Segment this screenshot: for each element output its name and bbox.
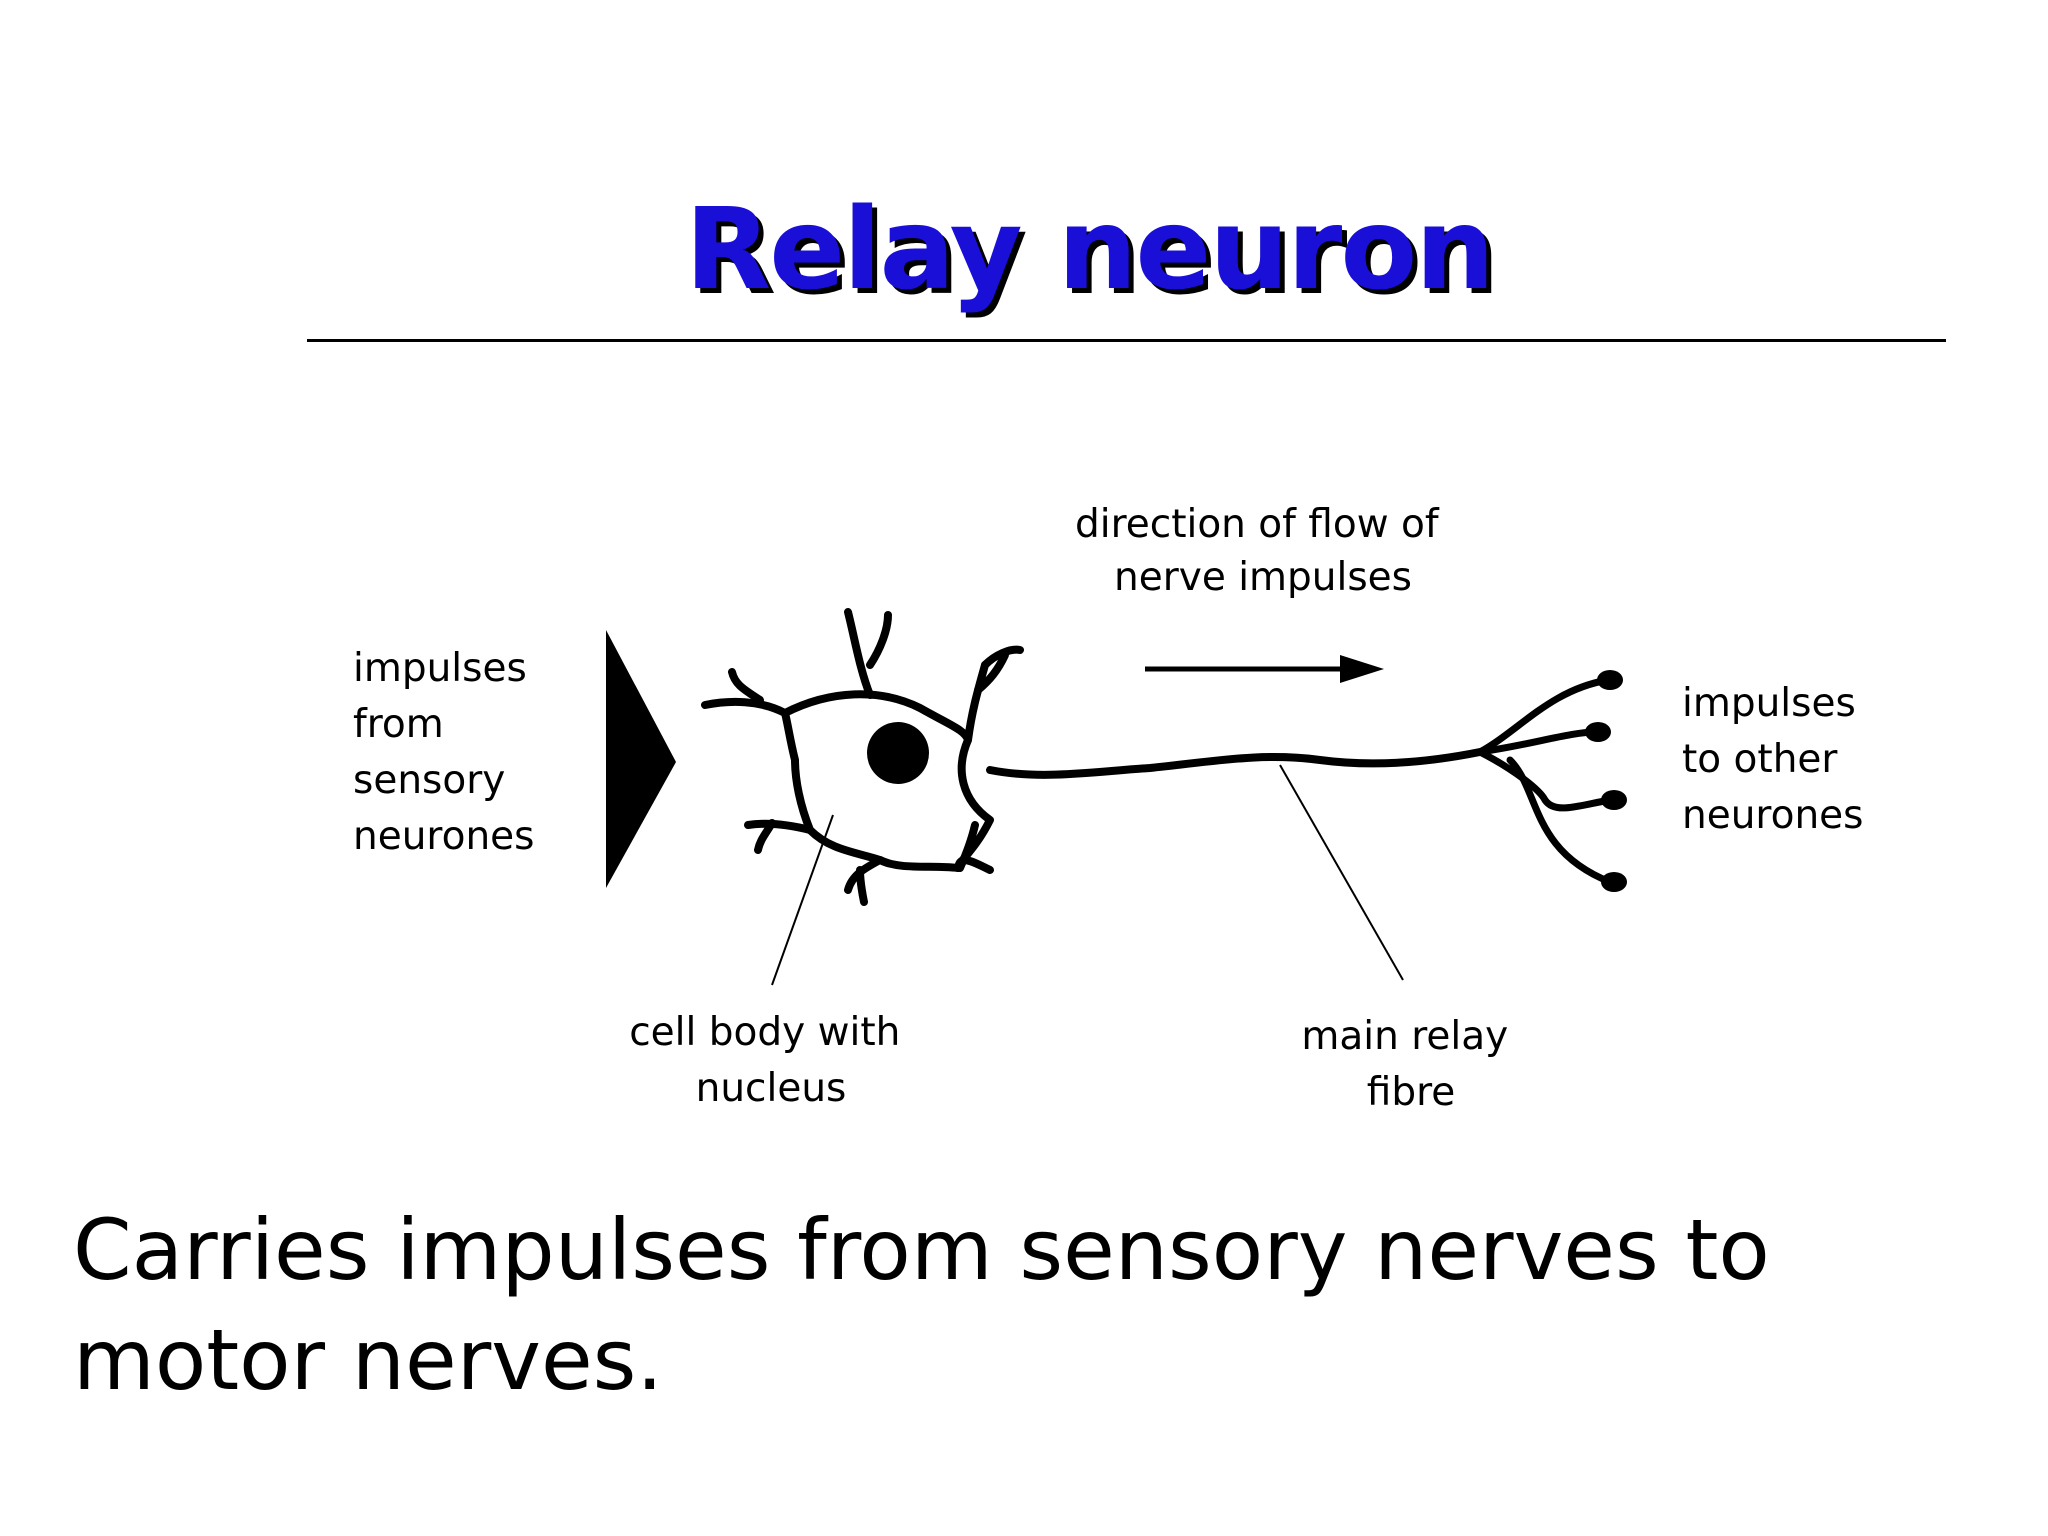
label-input-line: neurones xyxy=(353,814,535,859)
fibre-leader-line xyxy=(1279,764,1404,981)
label-flow-line: nerve impulses xyxy=(1114,555,1412,600)
label-fibre: main relay fibre xyxy=(1301,1014,1520,1115)
input-arrowhead xyxy=(606,630,676,888)
label-flow-line: direction of flow of xyxy=(1075,502,1440,547)
label-input-line: sensory xyxy=(353,758,505,803)
label-output: impulses to other neurones xyxy=(1682,681,1868,838)
label-cell-body-line: cell body with xyxy=(629,1010,900,1055)
nucleus xyxy=(867,722,929,784)
main-relay-fibre xyxy=(986,748,1484,779)
label-fibre-line: main relay xyxy=(1301,1014,1508,1059)
label-cell-body: cell body with nucleus xyxy=(629,1010,913,1111)
label-output-line: neurones xyxy=(1682,793,1864,838)
label-output-line: impulses xyxy=(1682,681,1856,726)
slide-caption: Carries impulses from sensory nerves to … xyxy=(73,1201,1770,1409)
axon-terminals xyxy=(1476,676,1614,886)
flow-arrow xyxy=(1145,655,1384,683)
label-input: impulses from sensory neurones xyxy=(353,646,539,859)
slide-title: Relay neuron xyxy=(684,185,1495,315)
title-divider xyxy=(307,339,1946,342)
label-flow: direction of flow of nerve impulses xyxy=(1075,502,1451,600)
label-cell-body-line: nucleus xyxy=(696,1066,847,1111)
label-output-line: to other xyxy=(1682,737,1838,782)
cell-body xyxy=(701,608,1024,906)
label-input-line: impulses xyxy=(353,646,527,691)
cell-body-leader-line xyxy=(771,814,834,986)
label-fibre-line: fibre xyxy=(1367,1070,1456,1115)
label-input-line: from xyxy=(353,702,444,747)
terminal-bulbs xyxy=(1585,670,1627,892)
